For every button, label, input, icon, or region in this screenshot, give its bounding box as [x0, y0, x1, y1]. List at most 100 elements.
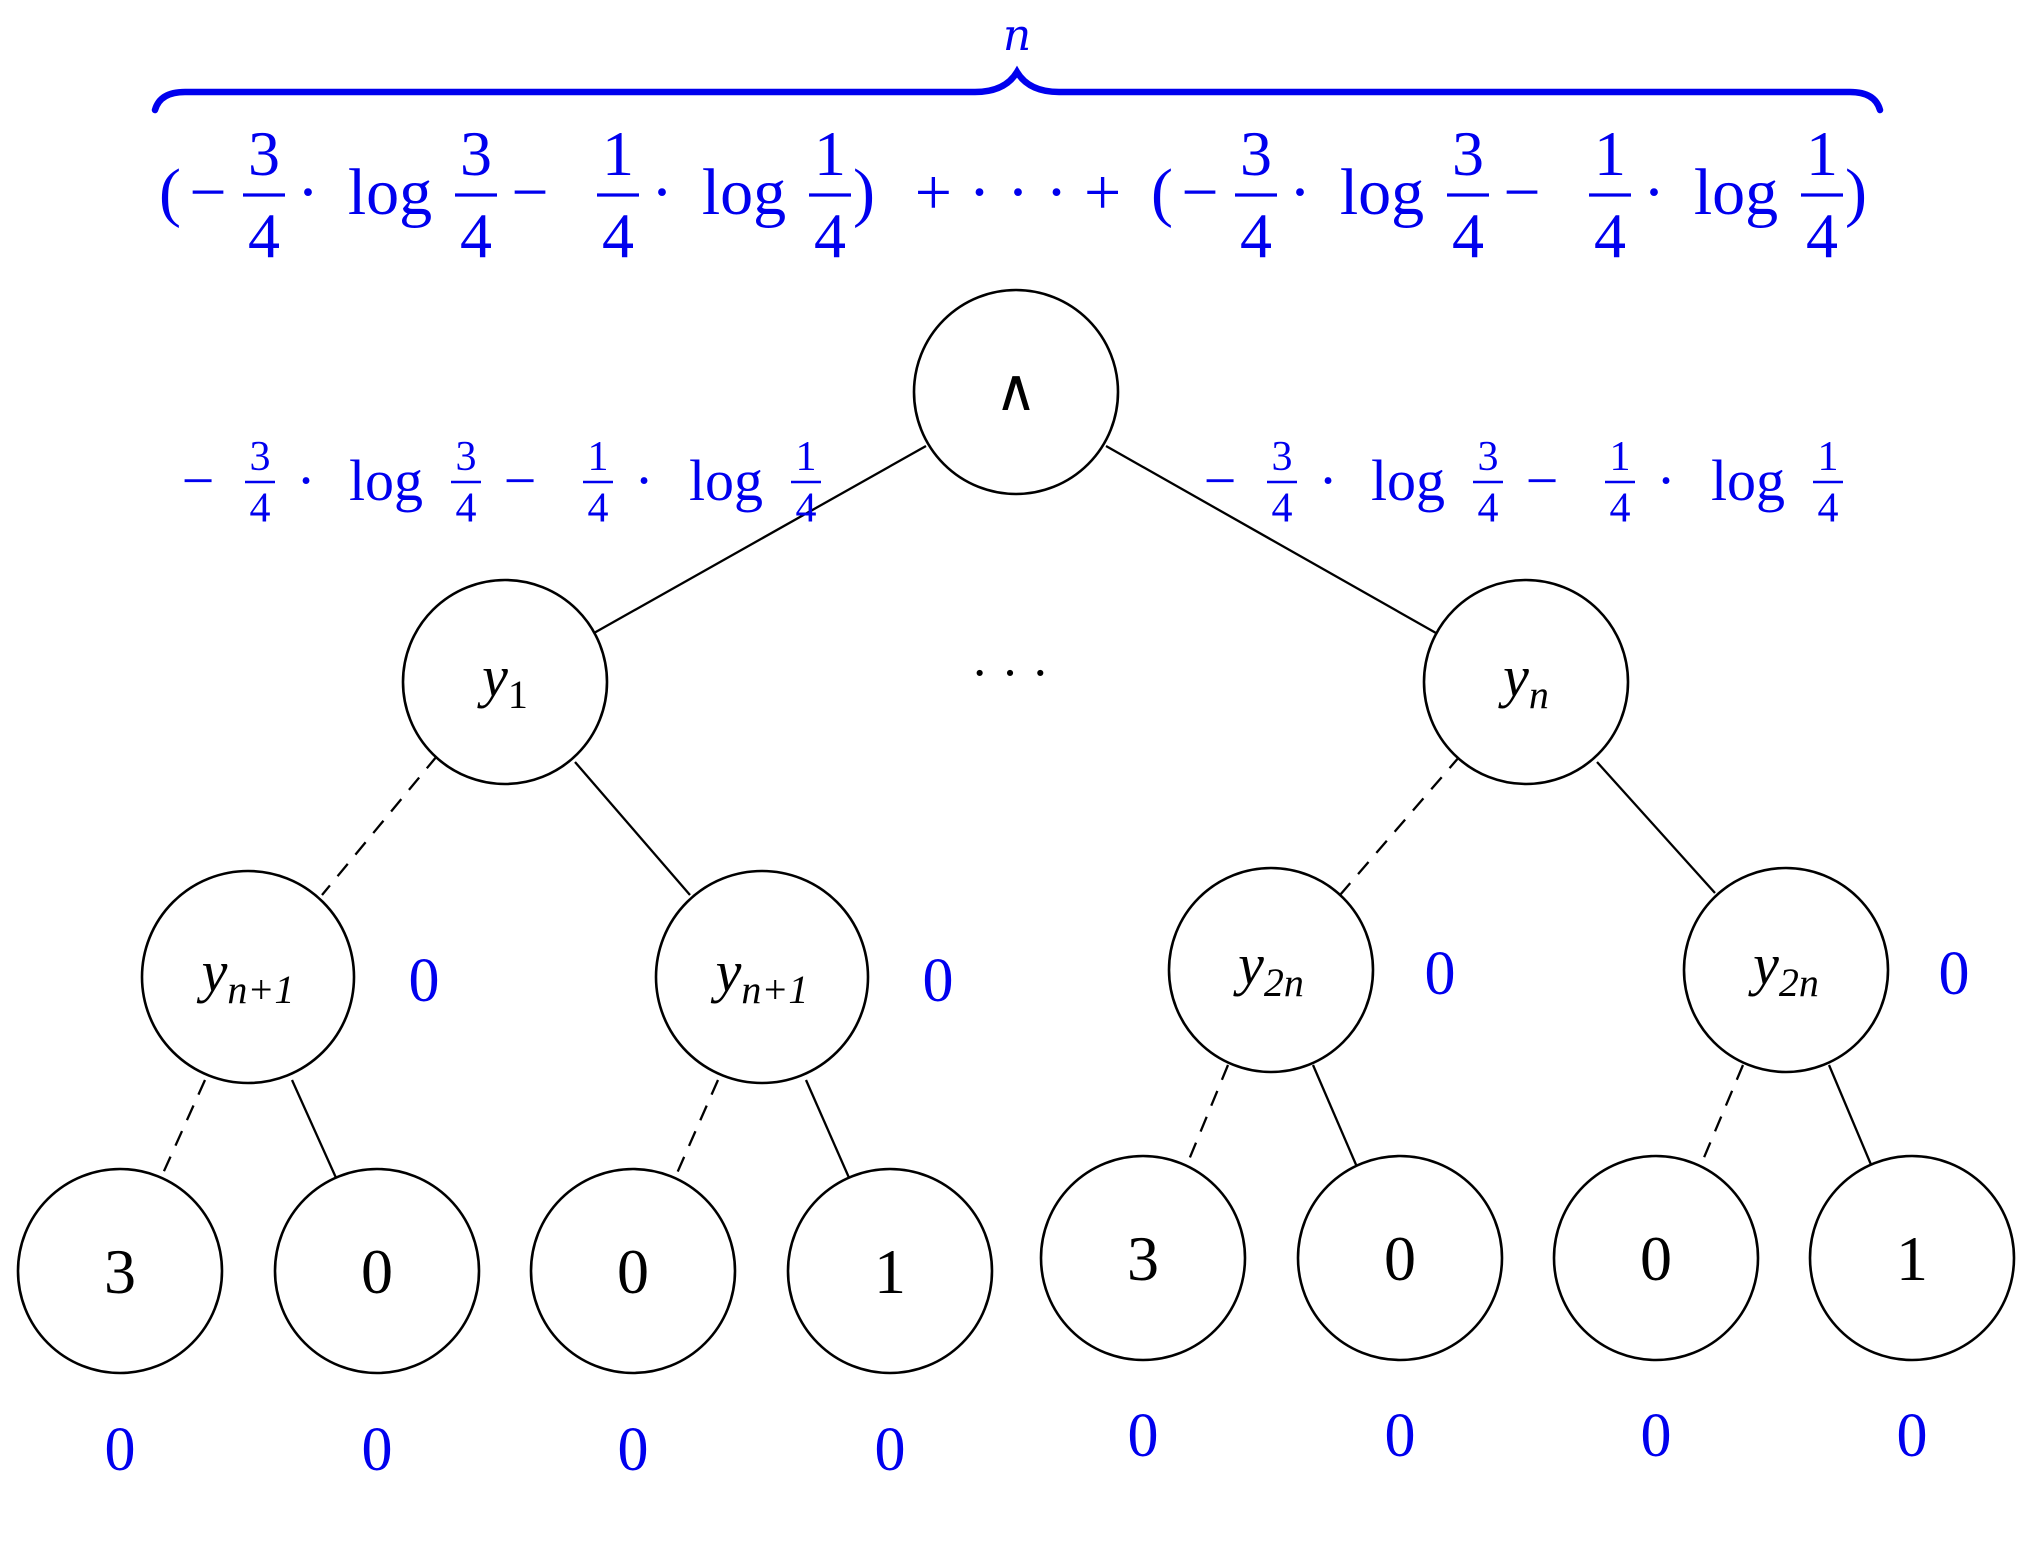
edge-label-left-log-1: log: [349, 448, 423, 513]
top-term-2-frac-c: 14: [1589, 118, 1631, 271]
level2-node-label: y2n: [1748, 932, 1819, 1005]
y1-label: y1: [477, 644, 528, 717]
level2-node-2: yn+1: [654, 869, 870, 1085]
top-term-1-minus-2: −: [511, 156, 548, 229]
top-term-1-frac-a-den: 4: [248, 200, 280, 271]
edge-l2c-left: [1184, 1064, 1230, 1168]
top-term-2-frac-d-den: 4: [1806, 200, 1838, 271]
yn-label: yn: [1498, 644, 1549, 717]
leaf-node-5: 3: [1039, 1154, 1247, 1362]
edge-label-right-minus-1: −: [1204, 448, 1237, 513]
top-term-1-log-1: log: [348, 156, 432, 229]
edge-label-left-cdot-2: ·: [634, 448, 653, 513]
top-term-1-frac-c: 14: [597, 118, 639, 271]
edge-label-right-frac-a-den: 4: [1272, 486, 1293, 532]
top-term-1-cdot-2: ·: [651, 156, 673, 229]
top-term-2-cdot-2: ·: [1643, 156, 1665, 229]
leaf-node-value-7: 0: [1641, 1402, 1672, 1470]
middle-ellipsis: · · ·: [971, 645, 1049, 702]
leaf-node-value-8: 0: [1897, 1402, 1928, 1470]
top-term-1-frac-b: 34: [455, 118, 497, 271]
edge-l2a-right: [290, 1079, 339, 1181]
top-brace-group: n: [151, 10, 1884, 114]
level2-node-value-4: 0: [1939, 940, 1970, 1008]
leaf-node-label: 1: [1896, 1223, 1928, 1294]
top-term-2-open-paren: (: [1151, 156, 1173, 229]
level2-node-4: y2n: [1682, 866, 1890, 1074]
edge-label-right-log-1: log: [1371, 448, 1445, 513]
level2-node-circle: [654, 869, 870, 1085]
edge-label-right-frac-c-den: 4: [1610, 486, 1631, 532]
node-yn: yn: [1422, 578, 1630, 786]
leaf-node-7: 0: [1552, 1154, 1760, 1362]
edge-label-right-cdot-2: ·: [1656, 448, 1675, 513]
edge-label-right-log-2: log: [1711, 448, 1785, 513]
edge-label-left-minus-2: −: [504, 448, 537, 513]
edge-label-left-minus-1: −: [182, 448, 215, 513]
top-term-1-frac-b-den: 4: [460, 200, 492, 271]
edge-label-left-frac-a: 34: [245, 434, 275, 532]
edge-root-y1: [593, 444, 927, 635]
top-term-1-close-paren: ): [853, 156, 875, 229]
edge-label-right-frac-b-den: 4: [1478, 486, 1499, 532]
leaf-node-label: 0: [361, 1236, 393, 1307]
top-term-2-frac-a-num: 3: [1240, 118, 1272, 189]
edge-l2b-right: [804, 1079, 852, 1181]
edge-label-right-frac-b: 34: [1473, 434, 1503, 532]
edge-root-yn: [1105, 444, 1437, 635]
top-term-1-frac-c-num: 1: [602, 118, 634, 189]
edge-label-left-frac-b-den: 4: [456, 486, 477, 532]
top-term-1-cdot-1: ·: [297, 156, 319, 229]
top-term-2-log-1: log: [1340, 156, 1424, 229]
brace-label: n: [1003, 10, 1031, 61]
top-term-2-frac-c-num: 1: [1594, 118, 1626, 189]
edge-label-right-frac-a: 34: [1267, 434, 1297, 532]
top-term-2-log-2: log: [1694, 156, 1778, 229]
top-term-2-minus-2: −: [1503, 156, 1540, 229]
leaf-node-label: 3: [104, 1236, 136, 1307]
top-term-1-open-paren: (: [159, 156, 181, 229]
top-term-2-frac-a-den: 4: [1240, 200, 1272, 271]
edge-label-left-frac-d-num: 1: [796, 434, 817, 480]
edge-label-right-frac-b-num: 3: [1478, 434, 1499, 480]
top-term-2-frac-d: 14: [1801, 118, 1843, 271]
edge-l2d-left: [1698, 1064, 1745, 1168]
edge-yn-left: [1339, 755, 1461, 896]
top-term-2-frac-b-den: 4: [1452, 200, 1484, 271]
top-term-2-frac-d-num: 1: [1806, 118, 1838, 189]
leaf-node-label: 0: [617, 1236, 649, 1307]
edge-l2d-right: [1827, 1064, 1874, 1168]
edge-l2a-left: [158, 1079, 207, 1181]
edge-y1-left: [321, 755, 438, 896]
leaf-node-label: 0: [1384, 1223, 1416, 1294]
edge-l2c-right: [1311, 1064, 1359, 1168]
leaf-node-circle: [1296, 1154, 1504, 1362]
edge-label-right-frac-a-num: 3: [1272, 434, 1293, 480]
edge-label-right-frac-d-den: 4: [1818, 486, 1839, 532]
level2-node-3: y2n: [1167, 866, 1375, 1074]
top-term-1-frac-d-den: 4: [814, 200, 846, 271]
top-term-2-frac-b: 34: [1447, 118, 1489, 271]
leaf-node-circle: [786, 1167, 994, 1375]
edge-label-left-frac-b: 34: [451, 434, 481, 532]
node-root: ∧: [912, 288, 1120, 496]
leaf-node-value-1: 0: [105, 1416, 136, 1484]
leaf-node-value-3: 0: [618, 1416, 649, 1484]
edge-y1-right: [574, 761, 691, 896]
leaf-node-4: 1: [786, 1167, 994, 1375]
leaf-node-8: 1: [1808, 1154, 2016, 1362]
level2-node-value-1: 0: [409, 947, 440, 1015]
level2-node-label: yn+1: [197, 939, 295, 1012]
edge-label-left-frac-c-num: 1: [588, 434, 609, 480]
leaf-node-value-4: 0: [875, 1416, 906, 1484]
edge-label-right-frac-c-num: 1: [1610, 434, 1631, 480]
leaf-node-circle: [273, 1167, 481, 1375]
leaf-node-circle: [1552, 1154, 1760, 1362]
edge-yn-right: [1596, 761, 1716, 894]
top-term-1-frac-b-num: 3: [460, 118, 492, 189]
